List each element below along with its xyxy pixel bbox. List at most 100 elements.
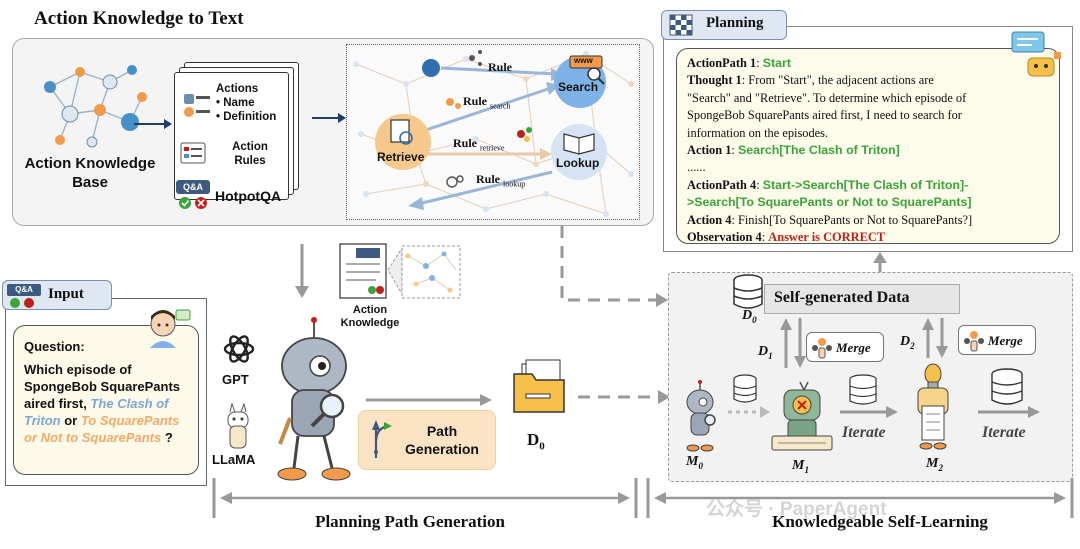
rule-retrieve-label: Rule retrieve: [453, 136, 504, 152]
arrow-docs-to-graph: [312, 113, 346, 123]
rules-form-icon: [180, 142, 206, 164]
observation4-line: Observation 4: Answer is CORRECT: [687, 230, 886, 245]
search-node-label: Search: [558, 80, 599, 94]
action-knowledge-label: Action Knowledge: [340, 304, 400, 329]
gpt-logo-icon: [223, 335, 255, 363]
dashed-arrow-d0-to-self: [578, 390, 670, 404]
chat-robot-icon: [1011, 31, 1061, 77]
action4-value: Finish[To SquarePants or Not to SquarePa…: [737, 212, 973, 227]
rule-lookup-label: Rule lookup: [476, 172, 525, 188]
d2-sub: 2: [910, 340, 915, 351]
check-cross-icon: [179, 197, 207, 209]
self-generated-data-box: [764, 284, 960, 314]
m1-label: M1: [792, 458, 809, 475]
bracket-self-learning: [646, 478, 1074, 518]
actions-heading-text: Actions: [216, 83, 259, 95]
actionpath4-label: ActionPath 4: [687, 177, 757, 192]
planning-trace: ActionPath 1: Start Thought 1: From "Sta…: [676, 48, 1060, 244]
action1-line: Action 1: Search[The Clash of Triton]: [687, 143, 900, 158]
observation4-label: Observation 4: [687, 230, 762, 245]
actions-heading: Actions • Name • Definition: [216, 82, 276, 124]
m1-robot-icon: [771, 381, 833, 451]
question-label: Question:: [24, 339, 85, 354]
knowledge-base-label: Action Knowledge Base: [24, 155, 156, 191]
m0-sub: 0: [698, 460, 703, 471]
d0-label-sub: 0: [539, 440, 545, 453]
merge-hand-icon-1: [812, 338, 832, 359]
section-title-action-knowledge: Action Knowledge to Text: [34, 8, 244, 29]
merge-hand-icon-2: [964, 331, 984, 352]
gpt-label: GPT: [222, 372, 249, 387]
d0-label: D0: [527, 430, 545, 452]
bullet-name-text: Name: [223, 97, 255, 109]
actionpath4-line-2: >Search[To SquarePants or Not to SquareP…: [687, 194, 1049, 211]
action-rules-label: Action Rules: [232, 141, 268, 167]
m0-text: M: [686, 454, 699, 469]
arrows-d2: [922, 318, 948, 358]
rule-retrieve-text: Rule: [453, 136, 477, 150]
actionpath1-label: ActionPath 1: [687, 56, 757, 70]
database-icon-d0: [733, 274, 763, 309]
m1-text: M: [792, 458, 805, 473]
m1-sub: 1: [804, 464, 809, 475]
question-box: Question: Which episode of SpongeBob Squ…: [13, 325, 199, 475]
m2-text: M: [926, 456, 939, 471]
iterate-label-1: Iterate: [842, 424, 886, 441]
arrow-kb-to-docs: [134, 119, 172, 129]
m2-sub: 2: [938, 462, 943, 473]
input-check-cross-icon: [10, 298, 34, 308]
llama-label: LLaMA: [212, 452, 256, 467]
actionpath1-line: ActionPath 1: Start: [687, 56, 791, 70]
arrow-iterate-2: [978, 406, 1040, 418]
arrows-d1: [780, 318, 806, 368]
path-generation-box: [358, 410, 496, 470]
actions-bullet-name: • Name: [216, 97, 255, 109]
actionpath4-value-2: >Search[To SquarePants or Not to SquareP…: [687, 195, 972, 210]
rule-retrieve-sub: retrieve: [480, 143, 505, 153]
doc-card-front: [174, 72, 289, 200]
d0-db-label: D0: [742, 308, 757, 325]
dashed-arrow-to-self-learning: [560, 226, 668, 307]
robot-icon: [277, 317, 351, 481]
rule-lookup-text: Rule: [476, 172, 500, 186]
m2-robot-icon: [917, 363, 949, 450]
merge-label-2: Merge: [988, 333, 1023, 348]
m0-label: M0: [686, 454, 703, 471]
database-icon-iter1: [849, 374, 877, 405]
rule-search-text: Rule: [463, 94, 487, 108]
llama-icon: [227, 402, 249, 449]
database-icon-small: [733, 374, 757, 403]
action-graph-svg: [353, 50, 634, 217]
bullet-definition-text: Definition: [223, 111, 277, 123]
iterate-label-2: Iterate: [982, 424, 1026, 441]
www-label: www: [574, 56, 593, 65]
d1-text: D: [758, 344, 769, 359]
watermark: 公众号 · PaperAgent: [706, 499, 887, 520]
planning-title: Planning: [706, 15, 764, 31]
knowledgeable-self-learning-label: Knowledgeable Self-Learning: [772, 512, 988, 531]
path-generation-label: Path Generation: [405, 423, 479, 457]
question-prefix: Which episode of SpongeBob SquarePants a…: [24, 362, 181, 411]
lookup-node-label: Lookup: [556, 156, 600, 170]
question-option-2: To SquarePants or Not to SquarePants: [24, 413, 180, 445]
d0-db-text: D: [742, 308, 753, 323]
qa-badge: Q&A: [176, 180, 210, 194]
merge-label-1: Merge: [836, 340, 871, 355]
rule-search-sub: search: [490, 101, 511, 111]
rule-label-top: Rule: [488, 60, 512, 75]
rule-top-text: Rule: [488, 60, 512, 74]
d2-text: D: [900, 334, 911, 349]
checker-icon: [669, 14, 693, 36]
folder-icon: [513, 359, 565, 413]
input-title: Input: [48, 286, 84, 302]
thought1-line-3: SpongeBob SquarePants aired first, I nee…: [687, 108, 962, 123]
action1-label: Action 1: [687, 143, 732, 158]
d1-label: D1: [758, 344, 773, 361]
actionpath4-value-1: Start->Search[The Clash of Triton]-: [762, 177, 969, 192]
m0-robot-icon: [686, 380, 716, 452]
knowledge-base-network-icon: [44, 65, 147, 148]
actions-bullet-definition: • Definition: [216, 111, 277, 123]
path-branch-icon: [372, 420, 392, 458]
thought1-line-4: information on the episodes.: [687, 125, 829, 140]
input-qa-badge: Q&A: [7, 284, 41, 296]
